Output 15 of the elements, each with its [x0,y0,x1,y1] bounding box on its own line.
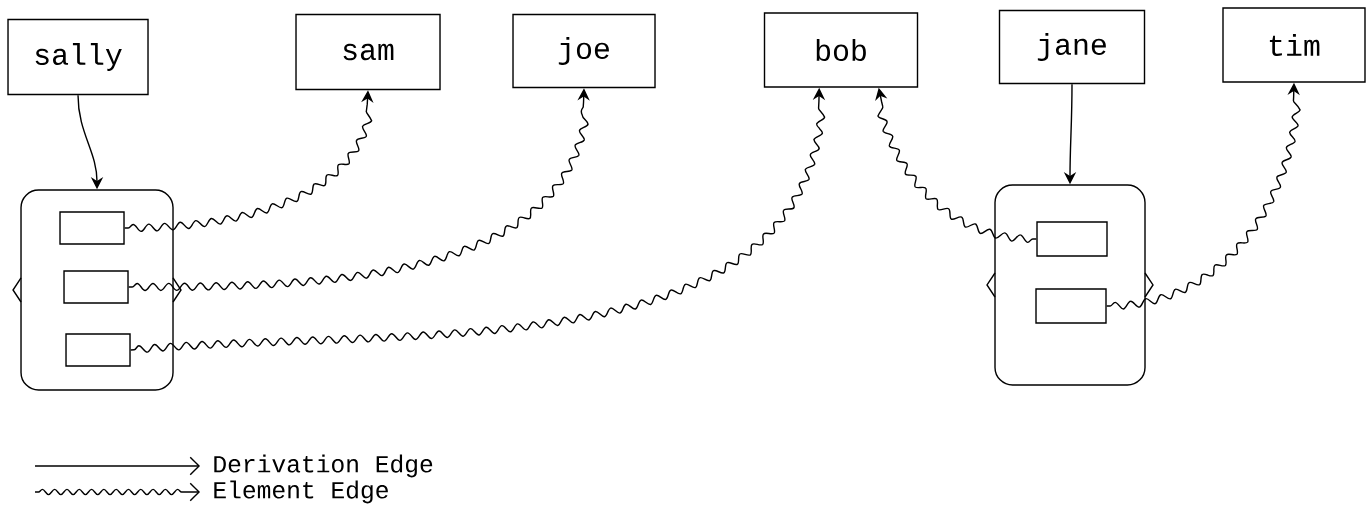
name-box: sam [295,13,441,91]
element-box [1035,288,1107,324]
name-box: tim [1222,7,1366,83]
element-box [1036,221,1108,257]
legend-label: Derivation Edge [214,454,433,478]
name-box: bob [763,12,919,88]
set-bracket-box [12,189,182,391]
element-box [65,333,131,367]
name-box: jane [998,9,1146,85]
element-box [63,270,129,304]
name-box: sally [7,18,149,96]
name-box: joe [512,13,656,89]
legend-label: Element Edge [214,480,388,504]
set-bracket-box [986,184,1154,386]
element-box [59,211,125,245]
